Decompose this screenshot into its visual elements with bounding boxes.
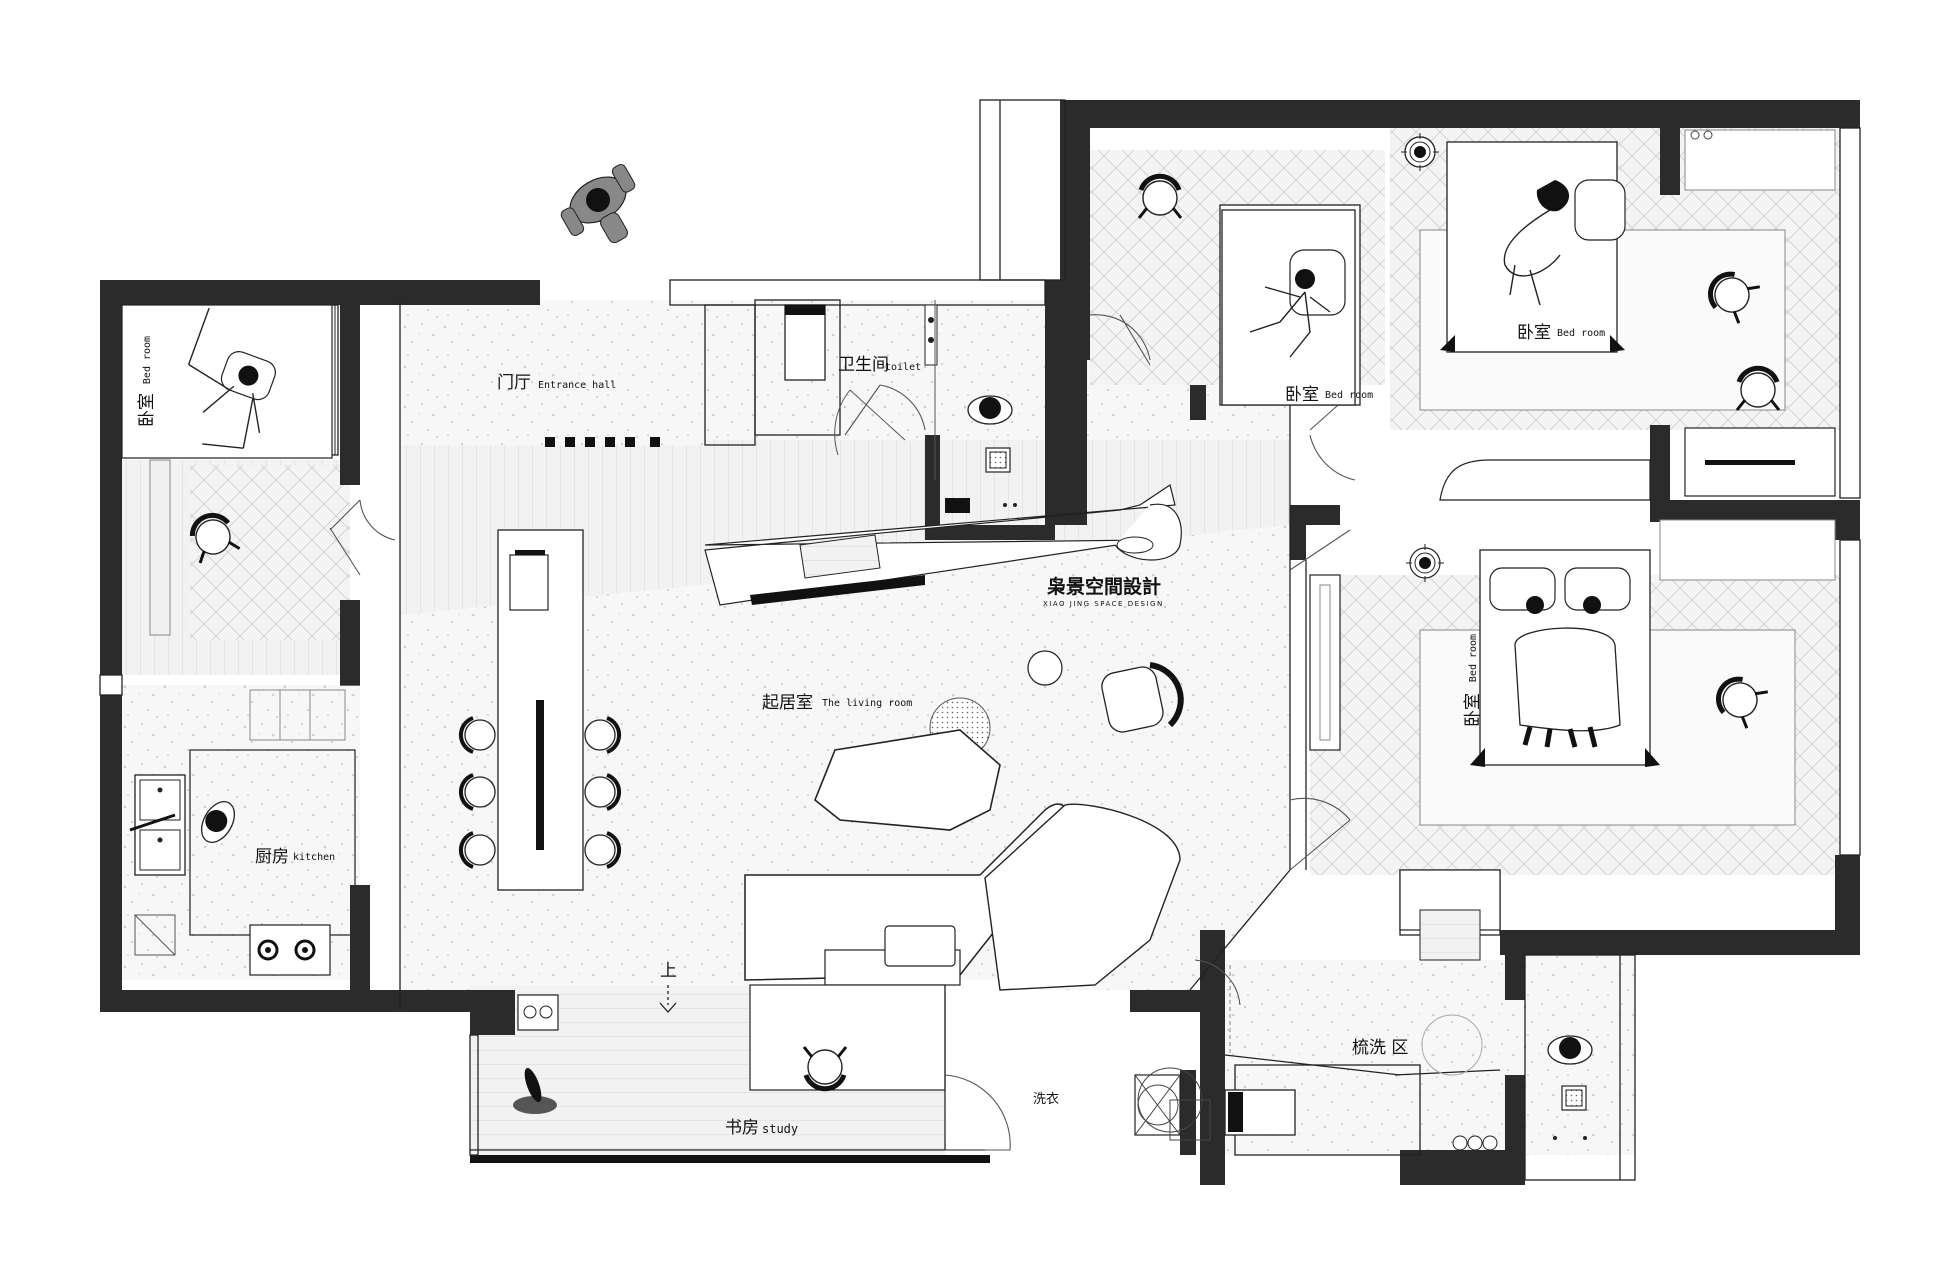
label-bed-left-zh: 卧室 bbox=[137, 393, 157, 427]
toilet-fixtures bbox=[784, 300, 1017, 513]
label-entrance-zh: 门厅 bbox=[497, 373, 531, 393]
label-kitchen-zh: 厨房 bbox=[255, 847, 289, 867]
person-walking-icon bbox=[560, 164, 636, 244]
label-bed-right-en: Bed room bbox=[1468, 634, 1479, 682]
person-sleeping-icon bbox=[187, 180, 1621, 849]
label-toilet-en: toilet bbox=[885, 362, 921, 373]
room-labels: 门厅 Entrance hall 卫生间 toilet 起居室 The livi… bbox=[137, 323, 1605, 1138]
label-bed-topmid-zh: 卧室 bbox=[1285, 385, 1319, 405]
label-kitchen-en: kitchen bbox=[293, 852, 335, 863]
wash-area-fixtures bbox=[1137, 869, 1593, 1151]
label-toilet-zh: 卫生间 bbox=[838, 355, 889, 375]
brand-logo: 枭景空間設計 XIAO JING SPACE DESIGN bbox=[1043, 575, 1164, 608]
label-bed-master-zh: 卧室 bbox=[1517, 323, 1551, 343]
island-counter bbox=[497, 529, 584, 891]
label-bed-right-zh: 卧室 bbox=[1463, 693, 1483, 727]
label-wash-zh: 梳洗 区 bbox=[1352, 1038, 1408, 1058]
table-icon bbox=[814, 729, 1001, 831]
kitchen-fixtures bbox=[129, 689, 346, 976]
living-room-furniture bbox=[659, 650, 1184, 1150]
left-bedroom-furniture bbox=[121, 304, 336, 636]
label-study-en: study bbox=[762, 1122, 798, 1136]
study-furniture bbox=[513, 994, 1181, 1136]
doors bbox=[329, 314, 1491, 1151]
lamp-icon bbox=[513, 1096, 557, 1114]
toilet-icon bbox=[967, 395, 1013, 425]
master-bedroom-furniture bbox=[1400, 129, 1836, 501]
entrance-step-markers bbox=[545, 437, 660, 447]
label-laundry-zh: 洗衣 bbox=[1033, 1091, 1059, 1107]
brand-name-zh: 枭景空間設計 bbox=[1046, 575, 1161, 598]
label-living-en: The living room bbox=[822, 698, 912, 709]
label-stairs-up: 上 bbox=[660, 961, 677, 981]
armchair-icon bbox=[1101, 662, 1184, 733]
washer-icon bbox=[1134, 1074, 1181, 1136]
brand-name-en: XIAO JING SPACE DESIGN bbox=[1043, 600, 1164, 608]
label-living-zh: 起居室 bbox=[762, 693, 813, 713]
top-mid-bedroom-furniture bbox=[1139, 132, 1440, 406]
label-bed-left-en: Bed room bbox=[142, 336, 153, 384]
label-bed-master-en: Bed room bbox=[1557, 328, 1605, 339]
sofa-icon bbox=[744, 803, 1181, 1150]
label-study-zh: 书房 bbox=[725, 1118, 759, 1138]
walls bbox=[100, 100, 1860, 1185]
label-bed-topmid-en: Bed room bbox=[1325, 390, 1373, 401]
label-entrance-en: Entrance hall bbox=[538, 380, 616, 391]
entrance-counter bbox=[704, 484, 1182, 606]
